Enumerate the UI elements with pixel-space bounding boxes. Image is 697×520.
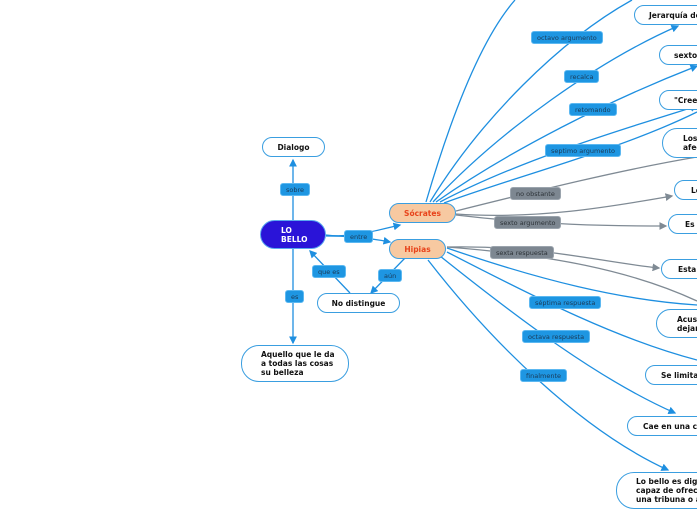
label-sobre: sobre [280,183,311,196]
node-los-afec[interactable]: Los afec [662,128,697,158]
node-socrates[interactable]: Sócrates [389,203,456,223]
label-que-es: que es [312,265,346,278]
edge-hip-acusa-gray [446,246,697,302]
edge-hip-lobello [427,259,670,471]
node-no-distingue[interactable]: No distingue [317,293,400,313]
edge-soc-sexto [435,64,697,203]
label-octava-respuesta: octava respuesta [522,330,591,343]
node-lo-bello-digno[interactable]: Lo bello es dign capaz de ofrece una tri… [616,472,697,509]
label-es: es [285,290,305,303]
label-retomando: retomando [569,103,617,116]
node-acusa[interactable]: Acus dejar [656,309,697,338]
root-node-lo-bello[interactable]: LO BELLO [260,220,326,249]
node-se-limita[interactable]: Se limita [645,365,697,385]
label-sexto-argumento: sexto argumento [494,216,562,229]
edge-soc-jerarquia [429,0,633,203]
edge-soc-septimo [443,111,697,204]
edge-hip-acusa [446,247,697,306]
node-aquello[interactable]: Aquello que le da a todas las cosas su b… [241,345,349,382]
node-lo[interactable]: Lo [674,180,697,200]
label-septimo-argumento: septimo argumento [545,144,622,157]
label-sexta-respuesta: sexta respuesta [490,246,554,259]
edge-hip-cae [439,255,677,414]
edge-soc-lo [455,193,674,216]
node-sexto[interactable]: sexto [659,45,697,65]
label-septima-respuesta: séptima respuesta [529,296,602,309]
label-octavo-argumento: octavo argumento [531,31,603,44]
label-aun: aún [378,269,403,282]
edge-hip-esta [446,246,661,272]
edge-soc-jerarquia2 [432,25,680,203]
node-cae[interactable]: Cae en una co [627,416,697,436]
label-entre: entre [344,230,374,243]
node-dialogo[interactable]: Dialogo [262,137,325,157]
edge-soc-losafec [455,156,697,212]
label-finalmente: finalmente [520,369,568,382]
node-es[interactable]: Es [668,214,697,234]
label-no-obstante: no obstante [510,187,561,200]
node-esta[interactable]: Esta [661,259,697,279]
label-recalca: recalca [564,70,600,83]
node-hipias[interactable]: Hipias [389,239,446,259]
node-cree[interactable]: "Cree [659,90,697,110]
edge-soc-es [455,214,668,230]
edge-hip-selimita [446,251,697,361]
node-jerarquia[interactable]: Jerarquía de [634,5,697,25]
edge-soc-top [425,0,516,203]
